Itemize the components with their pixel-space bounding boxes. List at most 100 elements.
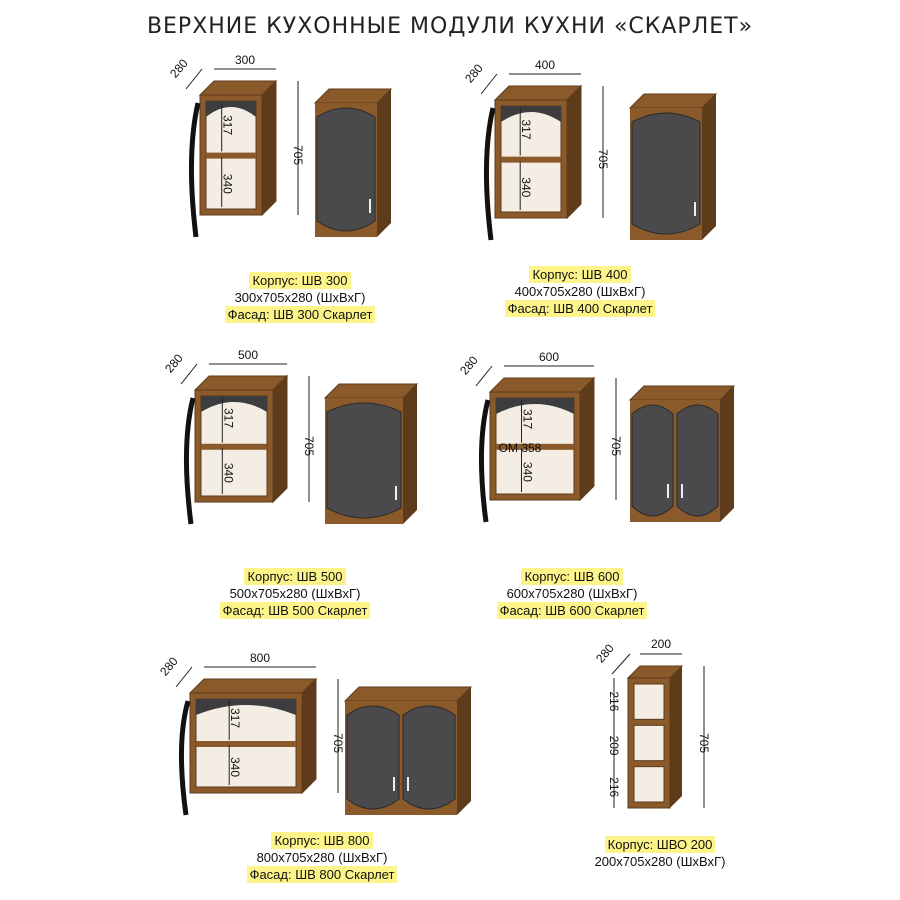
open-door (188, 102, 201, 238)
width-dimension: 600 (539, 350, 559, 364)
shelf-lower-dimension: 340 (228, 757, 242, 777)
facade-door (631, 404, 674, 517)
caption-shv300: Корпус: ШВ 300 300х705х280 (ШхВхГ) Фасад… (205, 272, 395, 323)
caption-shv800: Корпус: ШВ 800 800х705х280 (ШхВхГ) Фасад… (222, 832, 422, 883)
korpus-label: Корпус: ШВ 800 (271, 832, 373, 849)
width-dimension: 800 (250, 651, 270, 665)
section-top-dimension: 216 (607, 691, 621, 711)
height-dimension: 705 (331, 733, 345, 753)
facade-arch-top (196, 699, 296, 715)
module-shv300: 317 340 300 280 705 (167, 53, 393, 238)
shelf-upper-dimension: 317 (228, 708, 242, 728)
korpus-label: Корпус: ШВО 200 (604, 836, 716, 853)
facade-arch-top (501, 106, 561, 122)
size-label: 200х705х280 (ШхВхГ) (594, 854, 726, 869)
size-label: 400х705х280 (ШхВхГ) (514, 284, 646, 299)
size-label: 800х705х280 (ШхВхГ) (256, 850, 388, 865)
width-dimension: 400 (535, 58, 555, 72)
depth-dimension: 280 (593, 641, 617, 666)
shelf-upper-dimension: 317 (521, 409, 535, 429)
closed-cabinet-side (702, 94, 716, 240)
open-section (633, 766, 665, 803)
closed-cabinet-side (403, 384, 417, 524)
door-handle (667, 484, 669, 498)
closed-cabinet-top (628, 385, 736, 401)
shelf-upper-dimension: 317 (221, 408, 235, 428)
cabinet-side (301, 677, 317, 795)
facade-door (676, 404, 719, 517)
size-label: 500х705х280 (ШхВхГ) (229, 586, 361, 601)
cabinet-side (272, 374, 288, 504)
korpus-label: Корпус: ШВ 300 (249, 272, 351, 289)
korpus-label: Корпус: ШВ 400 (529, 266, 631, 283)
shelf (206, 152, 256, 159)
shelf (201, 443, 267, 450)
width-dimension: 200 (651, 637, 671, 651)
open-section (633, 683, 665, 720)
shelf (501, 156, 561, 163)
cabinet-side (261, 79, 277, 217)
module-shv800: 317 340 800 280 705 (157, 651, 473, 816)
closed-cabinet-top (323, 383, 419, 399)
depth-dimension-line (480, 73, 498, 95)
door-handle (407, 777, 409, 791)
depth-dimension-line (175, 666, 193, 688)
width-dimension: 300 (235, 53, 255, 67)
height-dimension: 705 (291, 145, 305, 165)
caption-shv400: Корпус: ШВ 400 400х705х280 (ШхВхГ) Фасад… (480, 266, 680, 317)
korpus-label: Корпус: ШВ 500 (244, 568, 346, 585)
facade-arch-top (201, 396, 267, 412)
caption-shv600: Корпус: ШВ 600 600х705х280 (ШхВхГ) Фасад… (472, 568, 672, 619)
fasad-label: Фасад: ШВ 600 Скарлет (496, 602, 648, 619)
facade-door (346, 705, 400, 810)
fasad-label: Фасад: ШВ 800 Скарлет (246, 866, 398, 883)
closed-cabinet-side (377, 89, 391, 237)
depth-dimension: 280 (457, 353, 481, 378)
size-label: 300х705х280 (ШхВхГ) (234, 290, 366, 305)
size-label: 600х705х280 (ШхВхГ) (506, 586, 638, 601)
height-dimension: 705 (302, 436, 316, 456)
facade-arch-top (206, 101, 256, 117)
depth-dimension: 280 (167, 56, 191, 81)
shelf (496, 443, 574, 450)
open-door (178, 700, 191, 816)
fasad-label: Фасад: ШВ 400 Скарлет (504, 300, 656, 317)
depth-dimension: 280 (462, 61, 486, 86)
shelf-lower-dimension: 340 (221, 174, 235, 194)
height-dimension: 705 (596, 149, 610, 169)
closed-cabinet-side (457, 687, 471, 815)
cabinet-side (566, 84, 582, 220)
depth-dimension-line (180, 363, 198, 385)
shelf-lower-dimension: 340 (221, 463, 235, 483)
width-dimension: 500 (238, 348, 258, 362)
closed-cabinet-top (628, 93, 718, 109)
cabinet-top (193, 375, 289, 391)
fasad-label: Фасад: ШВ 500 Скарлет (219, 602, 371, 619)
facade-door (631, 112, 701, 235)
cabinet-side (579, 376, 595, 502)
open-door (478, 399, 491, 523)
facade-arch-top (496, 398, 574, 414)
open-door (183, 397, 196, 525)
facade-door (316, 107, 376, 232)
depth-dimension: 280 (157, 654, 181, 679)
shelf-upper-dimension: 317 (221, 115, 235, 135)
door-handle (393, 777, 395, 791)
shelf-lower-dimension: 340 (521, 462, 535, 482)
page-title: ВЕРХНИЕ КУХОННЫЕ МОДУЛИ КУХНИ «СКАРЛЕТ» (146, 14, 754, 39)
shelf-upper-dimension: 317 (519, 119, 533, 139)
door-handle (694, 202, 696, 216)
section-bottom-dimension: 216 (607, 777, 621, 797)
door-handle (395, 486, 397, 500)
facade-door (402, 705, 456, 810)
facade-door (326, 402, 402, 519)
closed-cabinet-top (343, 686, 473, 702)
shelf (196, 741, 296, 747)
cabinet-side (670, 666, 682, 808)
caption-shv500: Корпус: ШВ 500 500х705х280 (ШхВхГ) Фасад… (195, 568, 395, 619)
depth-dimension-line (185, 68, 203, 90)
